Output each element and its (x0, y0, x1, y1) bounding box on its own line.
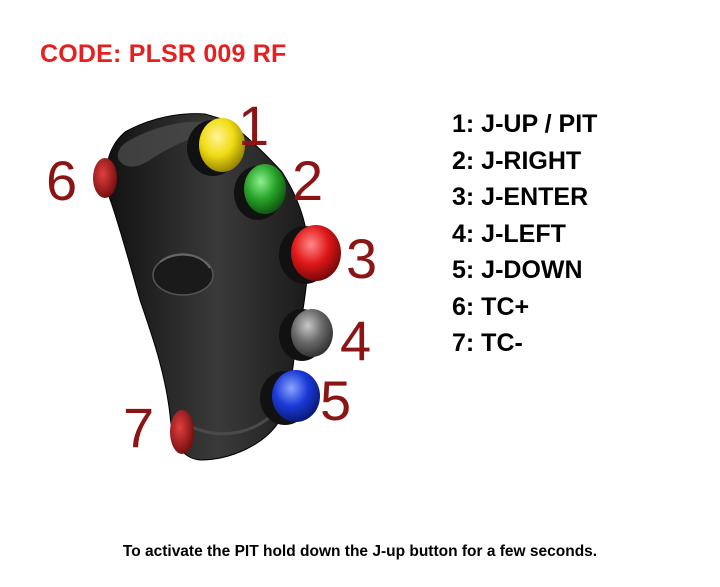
button-1-j-up (199, 118, 245, 172)
pit-instruction-note: To activate the PIT hold down the J-up b… (122, 543, 598, 560)
legend-item-7: 7: TC- (452, 329, 523, 357)
button-6-tc-plus (93, 158, 117, 198)
legend-item-2: 2: J-RIGHT (452, 146, 582, 175)
callout-3: 3 (346, 227, 377, 290)
legend-item-1: 1: J-UP / PIT (452, 110, 598, 138)
legend-item-3: 3: J-ENTER (452, 183, 589, 211)
callout-5: 5 (320, 369, 351, 432)
callout-7: 7 (123, 396, 154, 459)
button-3-j-enter (291, 225, 341, 281)
button-2-j-right (244, 164, 286, 214)
callout-4: 4 (340, 309, 371, 372)
product-code-title: CODE: PLSR 009 RF (40, 40, 287, 68)
callout-1: 1 (238, 94, 269, 157)
legend-item-5: 5: J-DOWN (452, 256, 583, 284)
button-7-tc-minus (170, 410, 194, 454)
callout-2: 2 (292, 149, 323, 212)
button-legend: 1: J-UP / PIT 2: J-RIGHT 3: J-ENTER 4: J… (452, 106, 597, 362)
legend-item-6: 6: TC+ (452, 292, 530, 321)
legend-item-4: 4: J-LEFT (452, 219, 566, 248)
callout-6: 6 (46, 149, 77, 212)
button-4-j-left (291, 309, 333, 357)
button-5-j-down (272, 370, 320, 422)
